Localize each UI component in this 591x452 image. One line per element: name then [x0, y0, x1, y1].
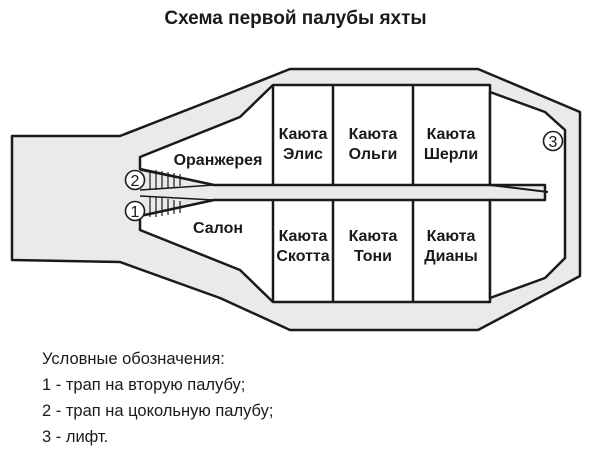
cabin-olga-line1: Каюта	[349, 126, 398, 143]
cabin-diana-line2: Дианы	[424, 248, 477, 265]
svg-text:1: 1	[131, 204, 140, 221]
cabin-olga-line2: Ольги	[349, 146, 398, 163]
marker-elevator: 3	[542, 130, 564, 152]
cabin-diana-line1: Каюта	[427, 228, 476, 245]
legend-item-2: 2 - трап на цокольную палубу;	[42, 402, 274, 420]
corridor-line	[489, 184, 549, 193]
marker-stairs-second-deck: 1	[124, 200, 146, 222]
legend-heading: Условные обозначения:	[42, 350, 225, 368]
cabin-scott-line1: Каюта	[279, 228, 328, 245]
cabin-tony-line1: Каюта	[349, 228, 398, 245]
cabin-alice-line1: Каюта	[279, 126, 328, 143]
stairs-second-deck-hatching	[149, 197, 181, 217]
room-label-salon: Салон	[193, 220, 243, 237]
cabin-shirley-line2: Шерли	[424, 146, 478, 163]
room-label-orangery: Оранжерея	[174, 152, 263, 169]
cabin-scott-line2: Скотта	[276, 248, 329, 265]
legend-item-3: 3 - лифт.	[42, 428, 109, 446]
legend-item-1: 1 - трап на вторую палубу;	[42, 376, 246, 394]
cabin-shirley-line1: Каюта	[427, 126, 476, 143]
cabin-tony-line2: Тони	[354, 248, 392, 265]
svg-text:3: 3	[549, 134, 558, 151]
legend: Условные обозначения: 1 - трап на вторую…	[42, 346, 273, 450]
deck-plan: Оранжерея Салон Каюта Элис Каюта Ольги К…	[10, 67, 582, 332]
svg-text:2: 2	[131, 173, 140, 190]
marker-stairs-lower-deck: 2	[124, 169, 146, 191]
stairs-upper-outline	[139, 195, 215, 217]
cabin-alice-line2: Элис	[283, 146, 323, 163]
diagram-title: Схема первой палубы яхты	[164, 8, 427, 29]
lower-section-outline	[138, 198, 492, 304]
stairs-lower-outline	[139, 169, 215, 191]
